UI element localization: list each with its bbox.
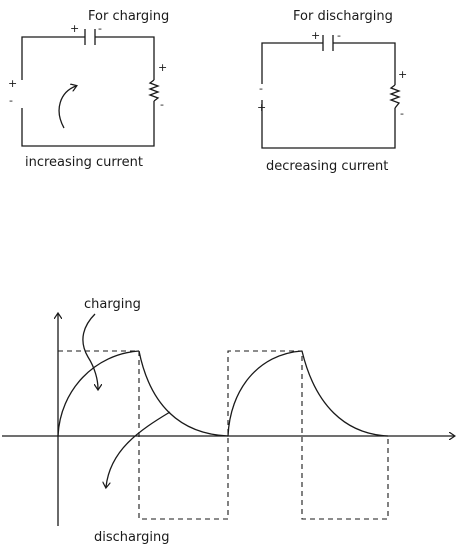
charging-wire-top-right [95,36,155,80]
square-wave [58,350,389,520]
charging-circuit: For charging + - + - + - increasing curr… [8,9,169,170]
discharging-pointer [106,411,171,487]
charging-source-minus: - [9,94,13,107]
discharging-res-minus: - [400,107,404,120]
waveform: charging discharging [2,297,454,545]
charging-curve-2 [227,350,303,437]
discharging-title: For discharging [293,9,393,24]
charging-title: For charging [88,9,169,24]
discharging-resistor [389,84,401,109]
charging-current-arrow [58,86,76,129]
discharging-cap-plus: + [311,29,320,42]
charging-cap-plus: + [70,22,79,35]
charging-res-plus: + [158,61,167,74]
charging-cap-minus: - [98,22,102,35]
charging-source-plus: + [8,77,17,90]
discharging-cap-minus: - [337,29,341,42]
charging-label: charging [84,297,141,312]
discharging-circuit: For discharging + - + - - + decreasing c… [257,9,407,174]
discharging-curve-2 [301,350,389,437]
discharging-wire [261,42,396,149]
charging-wire [21,36,155,147]
discharging-label: discharging [94,530,169,545]
discharging-source-minus: - [259,82,263,95]
discharging-caption: decreasing current [266,159,388,174]
charging-res-minus: - [160,98,164,111]
charging-capacitor [84,29,96,45]
discharging-res-plus: + [398,68,407,81]
charging-caption: increasing current [25,155,143,170]
discharging-wire-top-right [333,42,396,85]
charging-resistor [148,79,160,102]
discharging-capacitor [322,35,334,51]
discharging-source-plus: + [257,101,266,114]
charging-pointer [82,313,98,389]
charging-curve-1 [57,350,140,437]
